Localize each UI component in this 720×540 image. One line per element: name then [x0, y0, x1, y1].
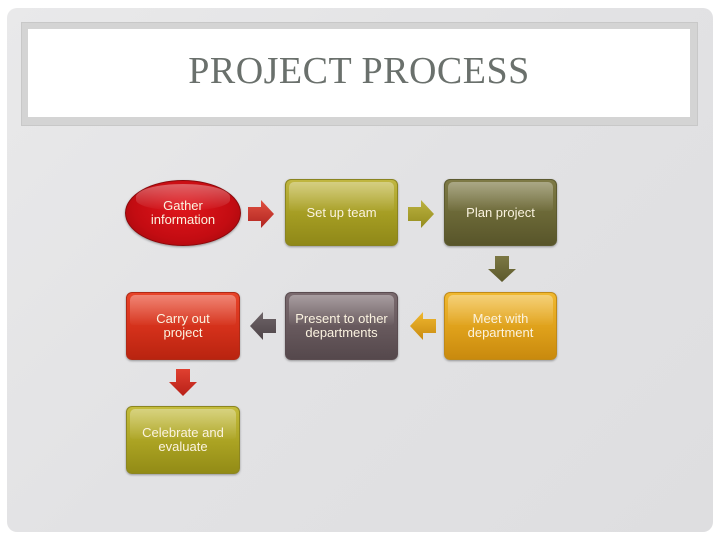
arrow-down-icon	[488, 256, 516, 282]
arrow-right-icon	[248, 200, 274, 228]
node-label: Celebrate and evaluate	[142, 425, 224, 454]
title-box: PROJECT PROCESS	[28, 29, 690, 117]
node-gather-information: Gather information	[125, 180, 241, 246]
node-carry-out-project: Carry out project	[126, 292, 240, 360]
arrow-down-icon	[169, 369, 197, 396]
slide-title: PROJECT PROCESS	[188, 50, 530, 92]
node-celebrate-and-evaluate: Celebrate and evaluate	[126, 406, 240, 474]
node-label: Plan project	[466, 204, 535, 220]
node-label: Carry out project	[156, 311, 210, 340]
node-present-to-other-departments: Present to other departments	[285, 292, 398, 360]
node-meet-with-department: Meet with department	[444, 292, 557, 360]
arrow-right-icon	[408, 200, 434, 228]
arrow-left-icon	[250, 312, 276, 340]
node-label: Set up team	[306, 204, 377, 220]
node-label: Meet with department	[467, 311, 534, 340]
node-set-up-team: Set up team	[285, 179, 398, 246]
node-label: Present to other departments	[295, 311, 388, 340]
node-plan-project: Plan project	[444, 179, 557, 246]
node-label: Gather information	[150, 198, 216, 227]
arrow-left-icon	[410, 312, 436, 340]
